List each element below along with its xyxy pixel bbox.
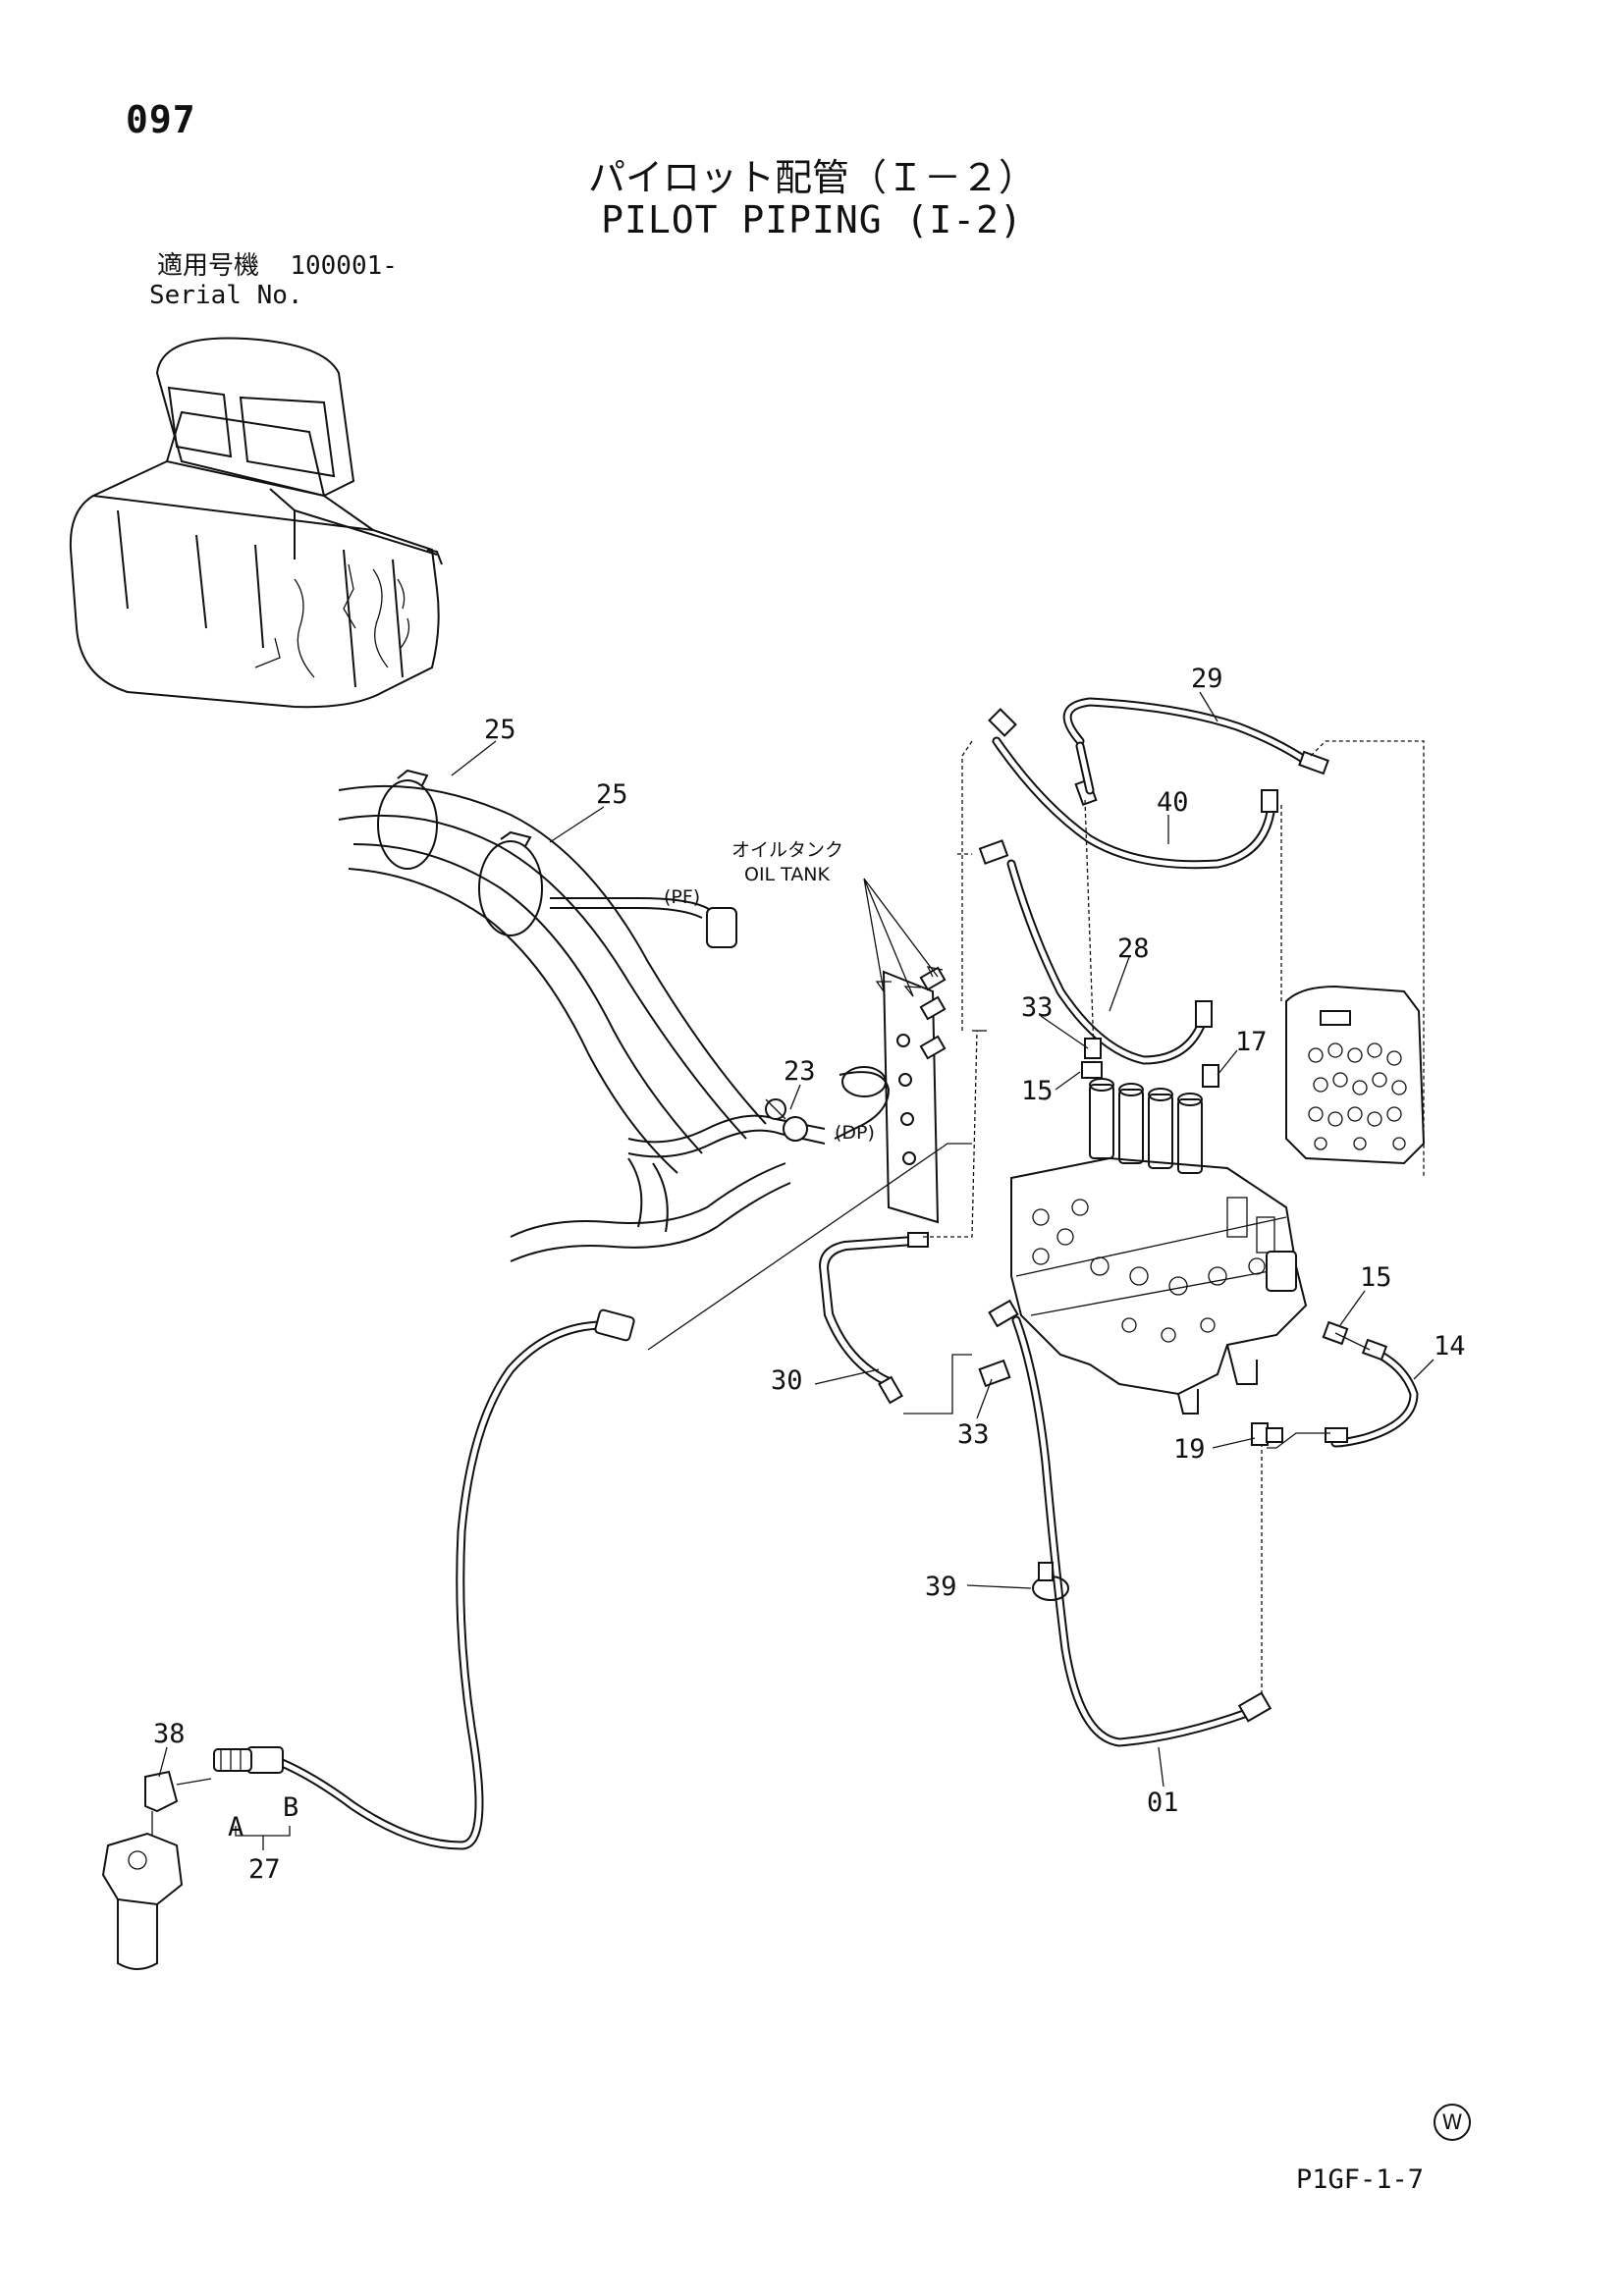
port-a-label: A bbox=[228, 1812, 244, 1842]
callout-33-upper: 33 bbox=[1021, 992, 1054, 1023]
oil-tank-label-english: OIL TANK bbox=[744, 864, 831, 885]
page-title-english: PILOT PIPING (I-2) bbox=[601, 198, 1023, 241]
page-title-japanese: パイロット配管（Ｉ－２） bbox=[587, 156, 1036, 199]
callout-30: 30 bbox=[771, 1365, 803, 1396]
oil-tank-label-japanese: オイルタンク bbox=[731, 839, 843, 861]
dp-port-label: (DP) bbox=[835, 1122, 875, 1144]
serial-value: 100001- bbox=[290, 251, 398, 281]
control-valve bbox=[1010, 1078, 1308, 1415]
callout-25-upper: 25 bbox=[484, 715, 516, 745]
serial-label-english: Serial No. bbox=[149, 281, 303, 310]
pilot-hoses-upper bbox=[957, 697, 1425, 1178]
w-circle-mark: W bbox=[1434, 2104, 1471, 2141]
page-number: 097 bbox=[126, 98, 196, 141]
serial-label-japanese: 適用号機 bbox=[157, 251, 260, 281]
callout-23: 23 bbox=[784, 1056, 816, 1087]
machine-overview-illustration bbox=[69, 337, 443, 709]
callout-17: 17 bbox=[1235, 1027, 1268, 1057]
callout-01: 01 bbox=[1147, 1788, 1179, 1818]
callout-25-lower: 25 bbox=[596, 779, 628, 810]
callout-40: 40 bbox=[1157, 787, 1189, 818]
callout-29: 29 bbox=[1191, 664, 1223, 694]
callout-19: 19 bbox=[1173, 1434, 1206, 1465]
return-hose-assembly bbox=[338, 769, 891, 1262]
pilot-hoses-lower bbox=[647, 1030, 1419, 1747]
callout-15-left: 15 bbox=[1021, 1076, 1054, 1106]
drawing-code: P1GF-1-7 bbox=[1296, 2164, 1425, 2195]
callout-39: 39 bbox=[925, 1572, 957, 1602]
serial-block: 適用号機 100001- Serial No. bbox=[149, 251, 398, 310]
port-b-label: B bbox=[283, 1792, 298, 1823]
callout-33-lower: 33 bbox=[957, 1419, 990, 1450]
pilot-valve-block bbox=[1285, 985, 1426, 1165]
callout-14: 14 bbox=[1434, 1331, 1466, 1362]
pf-port-label: (PF) bbox=[664, 886, 700, 908]
callout-38: 38 bbox=[153, 1719, 186, 1749]
oil-tank-bracket bbox=[863, 878, 947, 1224]
pump-suction-hose bbox=[101, 1308, 635, 1970]
callout-27: 27 bbox=[248, 1854, 281, 1885]
callout-leaders bbox=[158, 691, 1435, 1788]
callout-28: 28 bbox=[1117, 934, 1150, 964]
callout-15-right: 15 bbox=[1360, 1262, 1392, 1293]
